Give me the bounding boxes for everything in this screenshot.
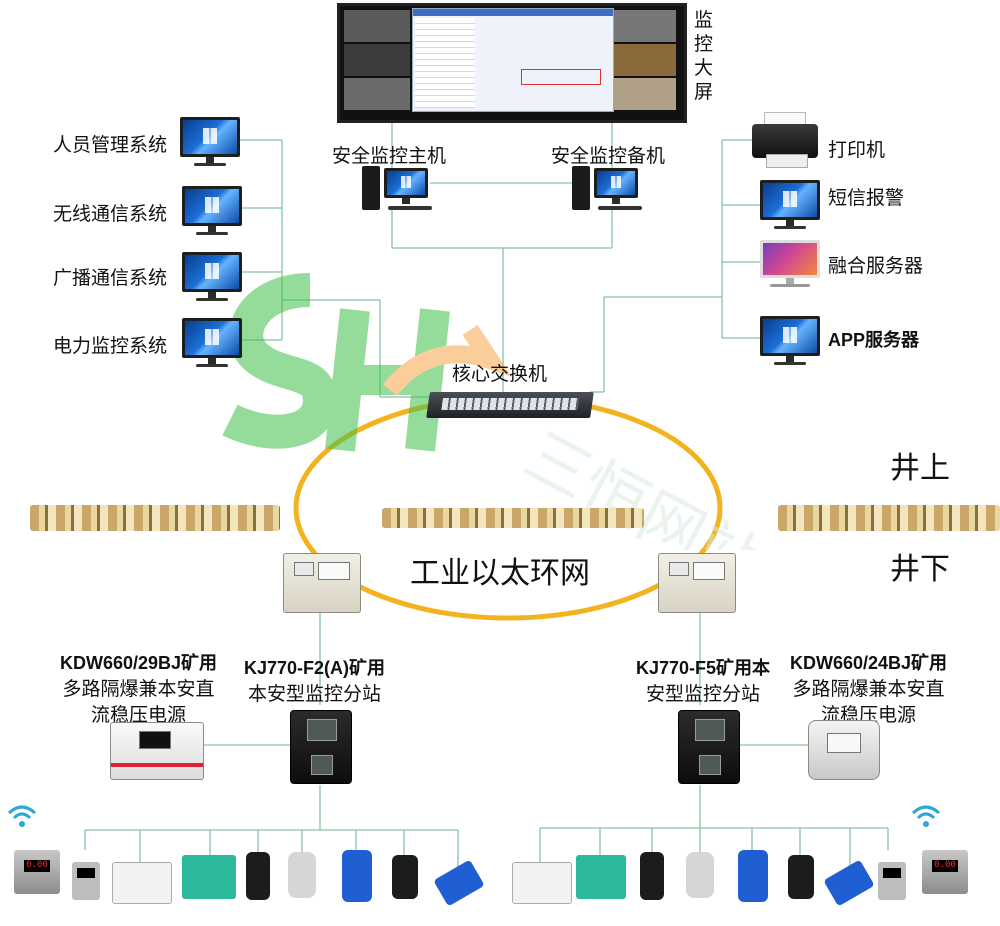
- sensor-valve-1[interactable]: [342, 850, 372, 902]
- sensor-smoke-1[interactable]: [392, 855, 418, 899]
- sensor-gas-2[interactable]: [878, 862, 906, 900]
- video-wall-label: 监控大屏: [694, 9, 714, 103]
- backup-host-computer[interactable]: [572, 166, 644, 214]
- wireless-sensor-left[interactable]: 0.00: [14, 850, 60, 894]
- sensor-broadcast-2[interactable]: [512, 862, 572, 904]
- left-power-label: KDW660/29BJ矿用 多路隔爆兼本安直 流稳压电源: [60, 653, 218, 726]
- ring-node-right[interactable]: [658, 553, 736, 613]
- video-wall: [337, 3, 687, 123]
- personnel-system-monitor[interactable]: [180, 117, 240, 167]
- sensor-valve-2[interactable]: [738, 850, 768, 902]
- system-label-personnel: 人员管理系统: [53, 134, 168, 156]
- right-power-supply[interactable]: [808, 720, 880, 780]
- power-system-monitor[interactable]: [182, 318, 242, 368]
- sensor-dust-2[interactable]: [686, 852, 714, 898]
- right-station-label: KJ770-F5矿用本 安型监控分站: [636, 658, 771, 705]
- ground-layer-left: [30, 505, 280, 531]
- wireless-system-monitor[interactable]: [182, 186, 242, 236]
- sensor-broadcast-1[interactable]: [112, 862, 172, 904]
- left-substation[interactable]: [290, 710, 352, 784]
- sms-alarm-monitor[interactable]: [760, 180, 820, 230]
- ground-layer-middle: [382, 508, 644, 528]
- backup-host-label: 安全监控备机: [551, 145, 666, 167]
- svg-text:三恒网站: 三恒网站: [512, 419, 773, 550]
- broadcast-system-monitor[interactable]: [182, 252, 242, 302]
- left-power-supply[interactable]: [110, 722, 204, 780]
- above-ground-label: 井上: [890, 451, 950, 486]
- core-switch[interactable]: [426, 392, 594, 418]
- main-host-computer[interactable]: [362, 166, 434, 214]
- right-power-label: KDW660/24BJ矿用 多路隔爆兼本安直 流稳压电源: [790, 653, 948, 726]
- below-ground-label: 井下: [890, 552, 950, 587]
- sensor-switch-2[interactable]: [576, 855, 626, 899]
- sensor-dust-1[interactable]: [288, 852, 316, 898]
- ring-label: 工业以太环网: [410, 556, 590, 591]
- app-server-label: APP服务器: [828, 330, 920, 350]
- main-host-label: 安全监控主机: [332, 145, 447, 167]
- sensor-switch-1[interactable]: [182, 855, 236, 899]
- wifi-icon-left: [6, 803, 38, 833]
- sensor-gas-1[interactable]: [72, 862, 100, 900]
- monitoring-software-window: [412, 8, 614, 112]
- fusion-server-label: 融合服务器: [828, 255, 924, 277]
- system-label-wireless: 无线通信系统: [53, 203, 168, 225]
- sensor-flame-2[interactable]: [640, 852, 664, 900]
- right-substation[interactable]: [678, 710, 740, 784]
- wifi-icon-right: [910, 803, 942, 833]
- sensor-smoke-2[interactable]: [788, 855, 814, 899]
- left-station-label: KJ770-F2(A)矿用 本安型监控分站: [244, 658, 386, 705]
- fusion-server-monitor[interactable]: [760, 240, 820, 288]
- ground-layer-right: [778, 505, 1000, 531]
- core-switch-label: 核心交换机: [452, 363, 548, 385]
- sms-alarm-label: 短信报警: [828, 187, 905, 209]
- ring-node-left[interactable]: [283, 553, 361, 613]
- watermark-logo: 三恒网站: [222, 273, 773, 550]
- printer-label: 打印机: [828, 139, 886, 161]
- wireless-sensor-right[interactable]: 0.00: [922, 850, 968, 894]
- printer[interactable]: [752, 112, 822, 168]
- sensor-flame-1[interactable]: [246, 852, 270, 900]
- system-label-broadcast: 广播通信系统: [53, 267, 168, 289]
- app-server-monitor[interactable]: [760, 316, 820, 366]
- system-label-power: 电力监控系统: [53, 335, 168, 357]
